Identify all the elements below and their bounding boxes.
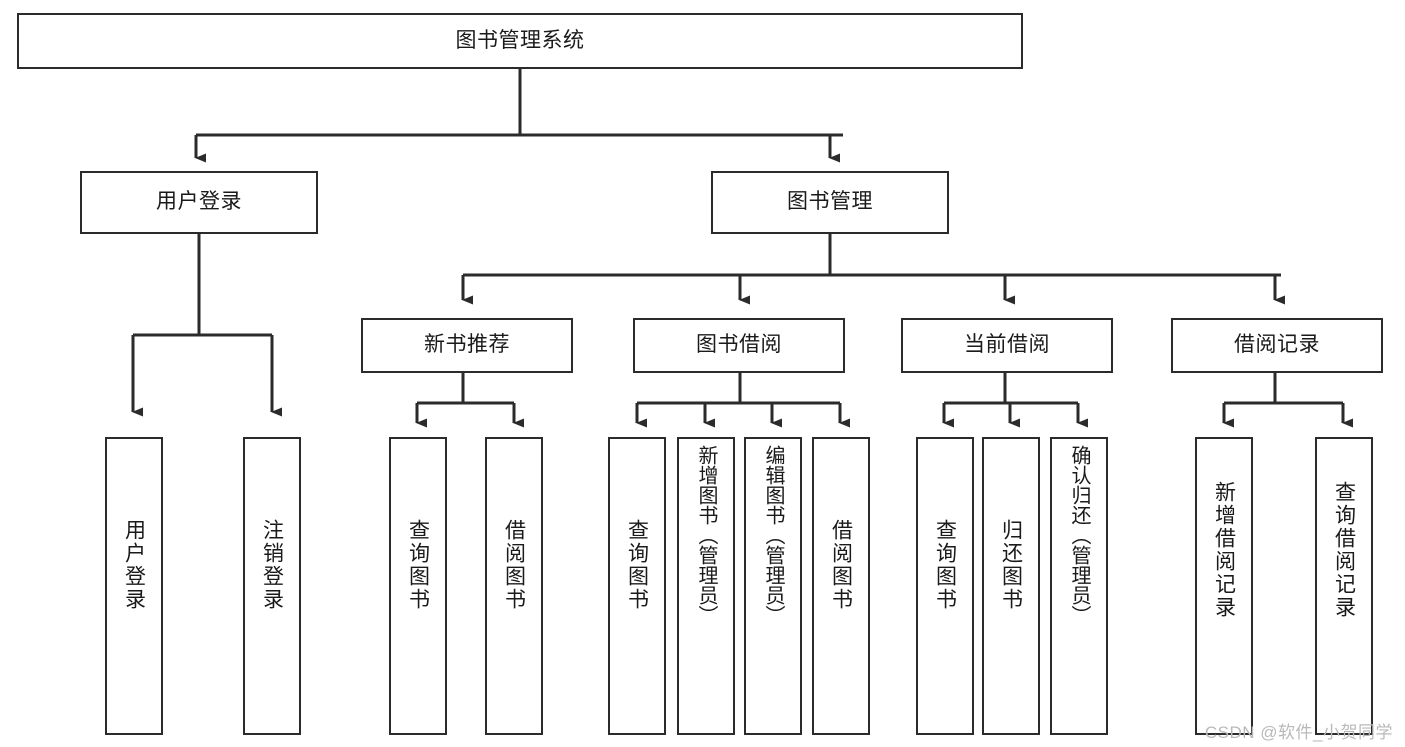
node-current-borrow[interactable]: 当前借阅 [901,318,1113,373]
node-leaf-edit-book-admin-label: 编辑图书（管理员） [762,445,784,625]
node-book-borrow[interactable]: 图书借阅 [633,318,845,373]
node-leaf-confirm-return-admin[interactable]: 确认归还（管理员） [1050,437,1108,735]
node-root-label: 图书管理系统 [455,28,585,52]
node-leaf-add-book-admin[interactable]: 新增图书（管理员） [677,437,735,735]
node-leaf-query-book-1[interactable]: 查询图书 [389,437,447,735]
node-leaf-add-borrow-record-label: 新增借阅记录 [1212,481,1236,619]
watermark-text: CSDN @软件_小贺同学 [1204,723,1393,742]
node-borrow-record[interactable]: 借阅记录 [1171,318,1383,373]
node-leaf-logout-login[interactable]: 注销登录 [243,437,301,735]
node-book-borrow-label: 图书借阅 [696,333,782,357]
node-leaf-query-borrow-record[interactable]: 查询借阅记录 [1315,437,1373,735]
node-leaf-query-book-3-label: 查询图书 [933,519,957,611]
node-user-login-label: 用户登录 [156,190,242,214]
node-leaf-confirm-return-admin-label: 确认归还（管理员） [1068,445,1090,625]
node-leaf-query-book-1-label: 查询图书 [406,519,430,611]
node-leaf-borrow-book-2-label: 借阅图书 [829,519,853,611]
node-leaf-return-book[interactable]: 归还图书 [982,437,1040,735]
node-leaf-borrow-book-1[interactable]: 借阅图书 [485,437,543,735]
node-leaf-query-borrow-record-label: 查询借阅记录 [1332,481,1356,619]
node-user-login[interactable]: 用户登录 [80,171,318,234]
node-leaf-logout-login-label: 注销登录 [260,519,284,611]
node-leaf-query-book-3[interactable]: 查询图书 [916,437,974,735]
node-book-management[interactable]: 图书管理 [711,171,949,234]
node-leaf-borrow-book-2[interactable]: 借阅图书 [812,437,870,735]
node-book-management-label: 图书管理 [787,190,873,214]
node-leaf-borrow-book-1-label: 借阅图书 [502,519,526,611]
node-leaf-add-book-admin-label: 新增图书（管理员） [695,445,717,625]
node-borrow-record-label: 借阅记录 [1234,333,1320,357]
node-leaf-user-login[interactable]: 用户登录 [105,437,163,735]
node-leaf-query-book-2[interactable]: 查询图书 [608,437,666,735]
node-leaf-query-book-2-label: 查询图书 [625,519,649,611]
node-root[interactable]: 图书管理系统 [17,13,1023,69]
node-leaf-add-borrow-record[interactable]: 新增借阅记录 [1195,437,1253,735]
node-new-book-recommend[interactable]: 新书推荐 [361,318,573,373]
node-leaf-edit-book-admin[interactable]: 编辑图书（管理员） [744,437,802,735]
node-leaf-user-login-label: 用户登录 [122,519,146,611]
node-new-book-recommend-label: 新书推荐 [424,333,510,357]
node-leaf-return-book-label: 归还图书 [999,519,1023,611]
node-current-borrow-label: 当前借阅 [964,333,1050,357]
